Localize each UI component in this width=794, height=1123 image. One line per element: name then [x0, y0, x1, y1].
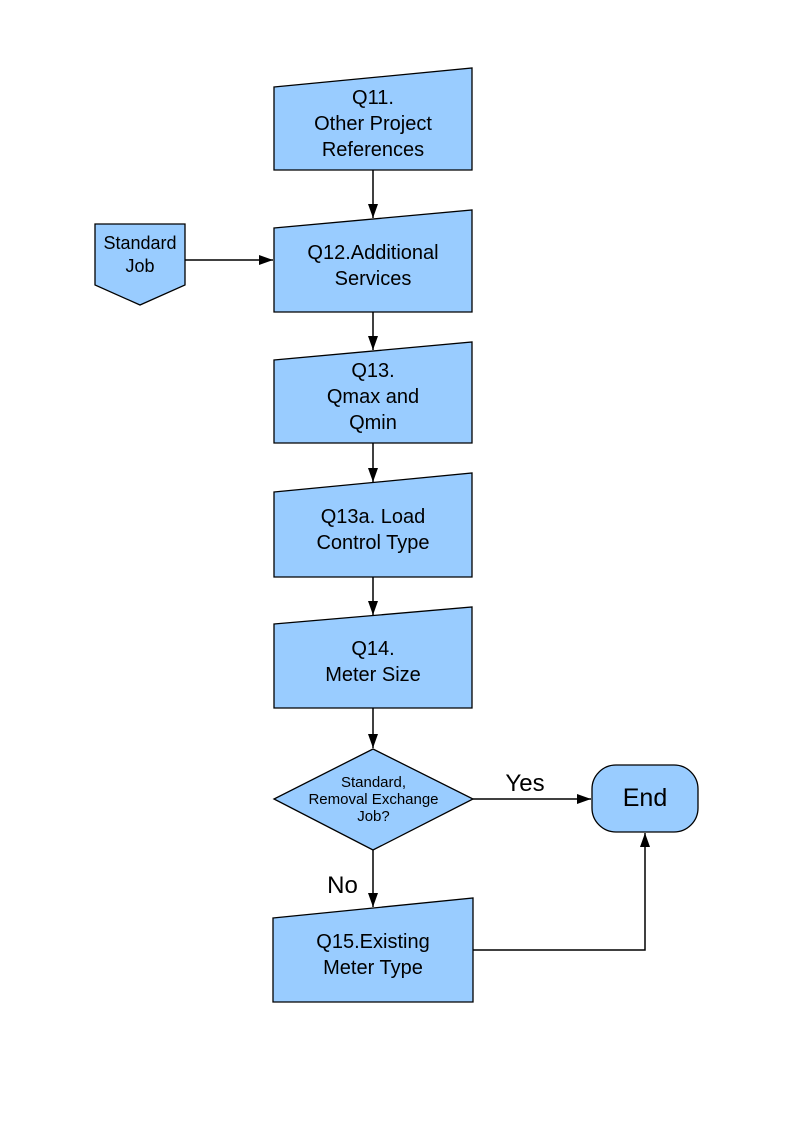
q12-process-shape	[273, 209, 473, 313]
end-terminator-shape	[591, 764, 699, 833]
q11-process-shape	[273, 67, 473, 171]
q13a-process-shape	[273, 472, 473, 578]
q13-process-shape	[273, 341, 473, 444]
decision-diamond-shape	[272, 748, 475, 851]
standard-job-connector-shape	[94, 223, 186, 306]
connector-q15-end	[473, 833, 650, 951]
q15-process-shape	[272, 897, 474, 1003]
q14-process-shape	[273, 606, 473, 709]
